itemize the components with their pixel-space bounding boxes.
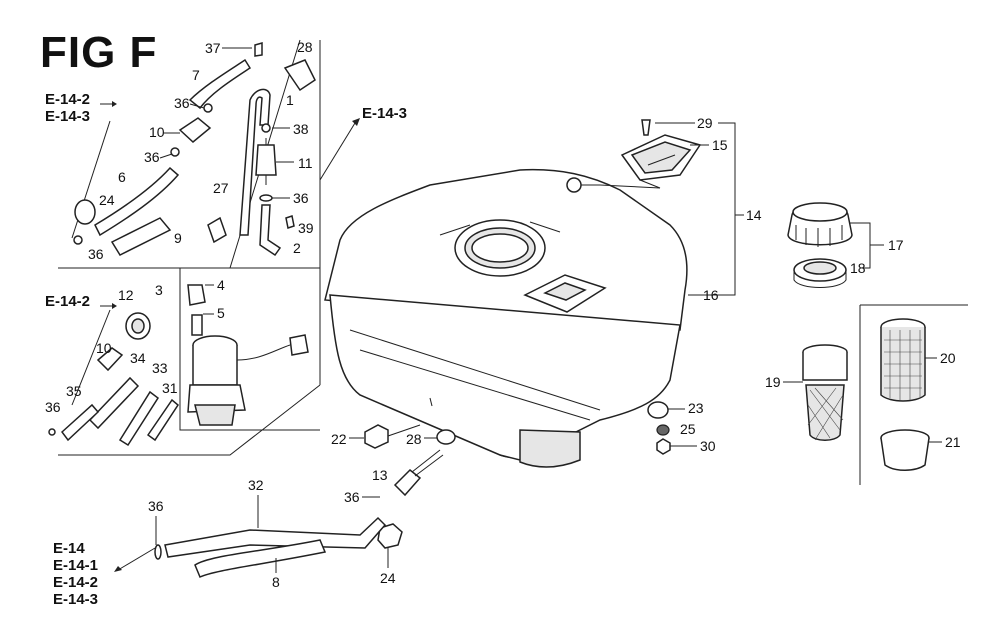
callout-37: 37 xyxy=(205,40,221,56)
callout-39: 39 xyxy=(298,220,314,236)
callout-18: 18 xyxy=(850,260,866,276)
callout-20: 20 xyxy=(940,350,956,366)
callout-31: 31 xyxy=(162,380,178,396)
callout-13: 13 xyxy=(372,467,388,483)
callout-28b: 28 xyxy=(406,431,422,447)
callout-11: 11 xyxy=(298,155,313,171)
ref-top-left-1: E-14-2 xyxy=(45,91,90,108)
callout-28a: 28 xyxy=(297,39,313,55)
callout-17: 17 xyxy=(888,237,904,253)
callout-8: 8 xyxy=(272,574,280,590)
callout-3: 3 xyxy=(155,282,163,298)
callout-36g: 36 xyxy=(148,498,164,514)
callout-36e: 36 xyxy=(45,399,61,415)
callout-25: 25 xyxy=(680,421,696,437)
callout-12: 12 xyxy=(118,287,134,303)
callout-30: 30 xyxy=(700,438,716,454)
callout-14: 14 xyxy=(746,207,762,223)
upper-center-kit xyxy=(207,59,316,257)
callout-7: 7 xyxy=(192,67,200,83)
reference-labels: E-14-2 E-14-3 E-14-2 E-14-3 E-14 E-14-1 … xyxy=(45,91,407,608)
ref-mid-left: E-14-2 xyxy=(45,293,90,310)
fuel-gauge xyxy=(566,119,702,193)
fuel-cap xyxy=(787,202,853,288)
fuel-pump-kit xyxy=(187,284,309,426)
callout-4: 4 xyxy=(217,277,225,293)
ref-bottom-4: E-14-3 xyxy=(53,591,98,608)
callout-36c: 36 xyxy=(293,190,309,206)
panel-borders xyxy=(58,39,968,485)
callout-29: 29 xyxy=(697,115,713,131)
callout-10b: 10 xyxy=(96,340,112,356)
ref-bottom-3: E-14-2 xyxy=(53,574,98,591)
fuel-tank xyxy=(324,168,688,468)
callout-2: 2 xyxy=(293,240,301,256)
callout-27: 27 xyxy=(213,180,229,196)
callout-36f: 36 xyxy=(344,489,360,505)
callout-34: 34 xyxy=(130,350,146,366)
callout-10a: 10 xyxy=(149,124,165,140)
tank-hardware xyxy=(364,401,671,549)
callout-19: 19 xyxy=(765,374,781,390)
ref-top-left-2: E-14-3 xyxy=(45,108,90,125)
fuel-strainers xyxy=(802,318,930,471)
callout-24b: 24 xyxy=(380,570,396,586)
upper-left-kit xyxy=(73,42,263,256)
ref-top-center: E-14-3 xyxy=(362,105,407,122)
callout-32: 32 xyxy=(248,477,264,493)
callout-5: 5 xyxy=(217,305,225,321)
callout-1: 1 xyxy=(286,92,294,108)
callout-36b: 36 xyxy=(144,149,160,165)
callout-36a: 36 xyxy=(174,95,190,111)
callout-36d: 36 xyxy=(88,246,104,262)
callout-22: 22 xyxy=(331,431,347,447)
fuel-hoses xyxy=(154,516,387,579)
ref-bottom-1: E-14 xyxy=(53,540,85,557)
callout-38: 38 xyxy=(293,121,309,137)
callout-35: 35 xyxy=(66,383,82,399)
ref-bottom-2: E-14-1 xyxy=(53,557,98,574)
callout-9: 9 xyxy=(174,230,182,246)
callout-23: 23 xyxy=(688,400,704,416)
figure-title: FIG F xyxy=(40,28,158,77)
lower-left-kit xyxy=(48,312,179,447)
callout-21: 21 xyxy=(945,434,961,450)
callout-33: 33 xyxy=(152,360,168,376)
callout-24a: 24 xyxy=(99,192,115,208)
callout-16: 16 xyxy=(703,287,719,303)
callout-6: 6 xyxy=(118,169,126,185)
callout-labels: 37 28 7 1 36 38 10 36 11 6 27 36 24 39 3… xyxy=(45,39,961,590)
callout-15: 15 xyxy=(712,137,728,153)
